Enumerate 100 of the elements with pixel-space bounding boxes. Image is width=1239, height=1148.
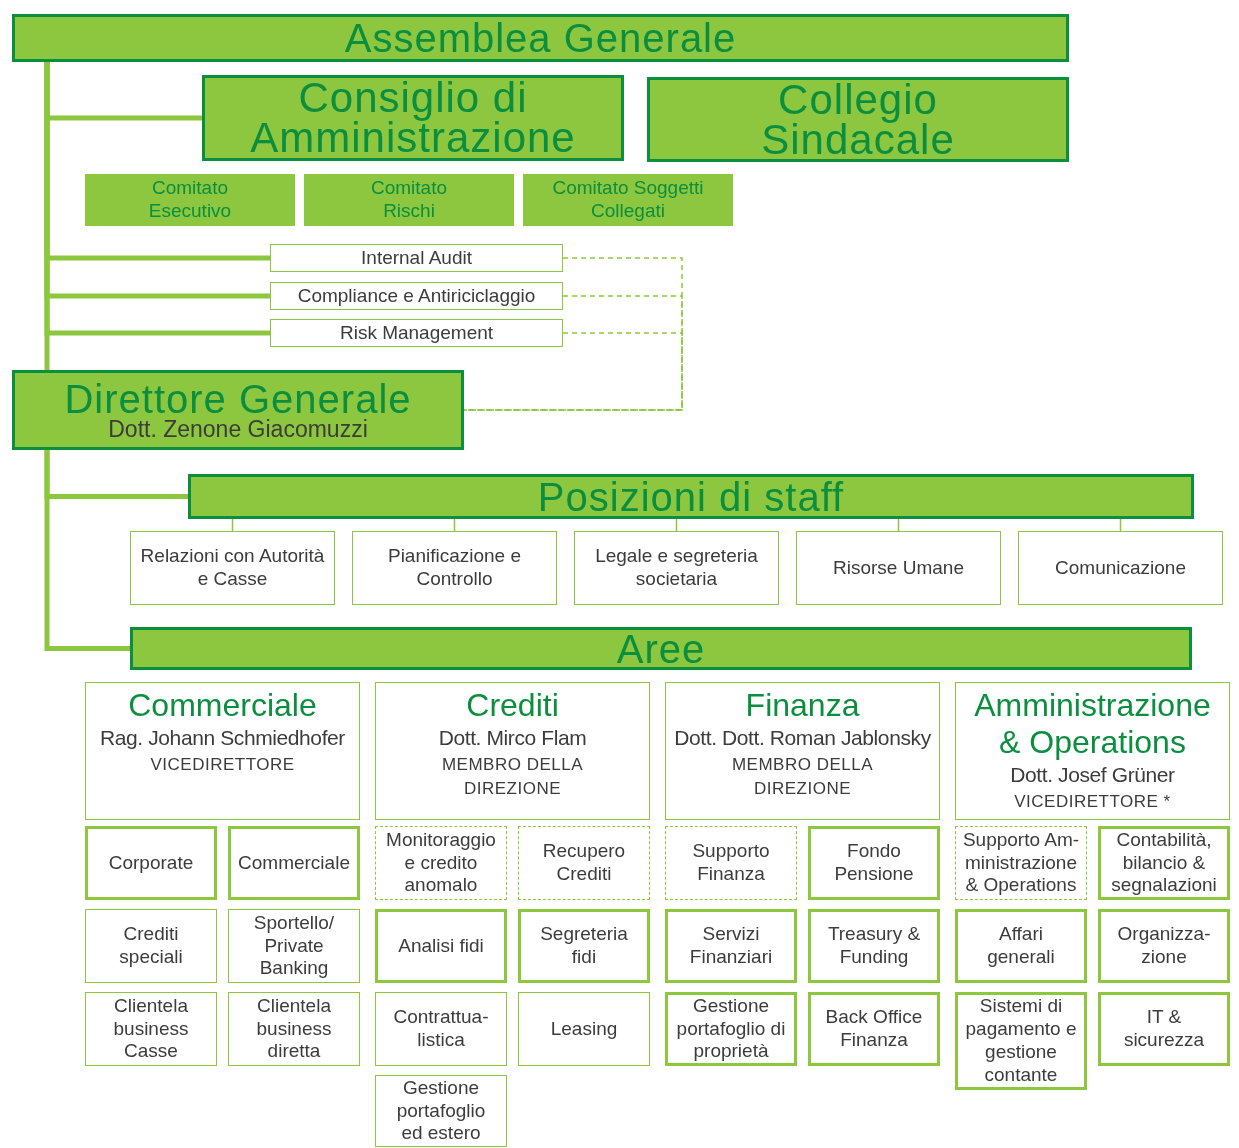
unit-name: Supporto Am- ministrazione & Operations — [961, 828, 1081, 898]
unit-box — [352, 531, 557, 605]
role-label: VICEDIRETTORE — [149, 754, 296, 777]
unit-box — [85, 992, 217, 1066]
area-title: Commerciale — [127, 687, 318, 724]
person-name: Dott. Dott. Roman Jablonsky — [674, 724, 931, 751]
unit-box — [518, 826, 650, 900]
unit-box — [270, 244, 563, 272]
unit-banner — [647, 77, 1069, 162]
unit-box — [955, 909, 1087, 983]
unit-box — [665, 909, 797, 983]
unit-name: Segreteria fidi — [539, 923, 629, 969]
unit-name: Pianificazione e Controllo — [386, 545, 523, 591]
person-name: Rag. Johann Schmiedhofer — [100, 724, 345, 751]
unit-name: Analisi fidi — [398, 934, 484, 958]
unit-name: Relazioni con Autorità e Casse — [139, 545, 326, 591]
unit-name: Treasury & Funding — [826, 923, 922, 969]
unit-name: Sistemi di pagamento e gestione contante — [965, 995, 1077, 1087]
unit-box — [228, 909, 360, 983]
unit-name: IT & sicurezza — [1122, 1006, 1206, 1052]
unit-box — [808, 992, 940, 1066]
unit-box — [375, 909, 507, 983]
unit-banner — [202, 75, 624, 161]
unit-name: Supporto Finanza — [691, 840, 771, 886]
unit-box — [375, 1075, 507, 1147]
unit-box — [518, 909, 650, 983]
unit-box — [1098, 992, 1230, 1066]
unit-box — [808, 826, 940, 900]
unit-box — [85, 909, 217, 983]
unit-name: Risk Management — [338, 321, 495, 345]
unit-box — [1098, 909, 1230, 983]
unit-box — [1018, 531, 1223, 605]
unit-box — [574, 531, 779, 605]
unit-name: Risorse Umane — [832, 556, 965, 580]
unit-title: Assemblea Generale — [344, 19, 737, 57]
unit-box — [228, 992, 360, 1066]
person-name: Dott. Josef Grüner — [1010, 761, 1175, 788]
unit-name: Organizza- zione — [1116, 923, 1212, 969]
unit-name: Crediti speciali — [118, 923, 184, 969]
unit-name: Contabilità, bilancio & segnalazioni — [1110, 828, 1218, 898]
area-header-box — [665, 682, 940, 820]
role-label: MEMBRO DELLA DIREZIONE — [440, 754, 585, 800]
unit-name: Gestione portafoglio di proprietà — [675, 994, 787, 1064]
unit-name: Internal Audit — [360, 246, 473, 270]
unit-name: Compliance e Antiriciclaggio — [296, 284, 537, 308]
committee-box — [85, 174, 295, 226]
unit-box — [85, 826, 217, 900]
unit-name: Corporate — [108, 851, 194, 875]
area-header-box — [85, 682, 360, 820]
unit-box — [375, 826, 507, 900]
unit-name: Commerciale — [238, 851, 350, 875]
unit-title: Collegio Sindacale — [760, 79, 956, 160]
unit-box — [518, 992, 650, 1066]
unit-box — [228, 826, 360, 900]
unit-name: Legale e segreteria societaria — [594, 545, 759, 591]
person-name: Dott. Zenone Giacomuzzi — [108, 417, 368, 441]
area-header-box — [955, 682, 1230, 820]
committee-name: Comitato Soggetti Collegati — [551, 177, 705, 223]
committee-name: Comitato Rischi — [370, 177, 448, 223]
unit-box — [796, 531, 1001, 605]
unit-name: Servizi Finanziari — [688, 923, 774, 969]
unit-name: Recupero Crediti — [541, 840, 627, 886]
unit-name: Affari generali — [986, 923, 1056, 969]
unit-name: Sportello/ Private Banking — [252, 911, 336, 981]
unit-box — [665, 826, 797, 900]
unit-name: Gestione portafoglio ed estero — [395, 1076, 487, 1146]
connector-line — [44, 450, 130, 651]
person-name: Dott. Mirco Flam — [438, 724, 587, 751]
unit-name: Fondo Pensione — [833, 840, 915, 886]
unit-name: Comunicazione — [1054, 556, 1187, 580]
unit-box — [375, 992, 507, 1066]
unit-title: Direttore Generale — [64, 379, 412, 418]
committee-box — [523, 174, 733, 226]
dashed-connector — [463, 257, 683, 411]
unit-box — [270, 319, 563, 347]
committee-box — [304, 174, 514, 226]
connector-line — [44, 62, 50, 370]
unit-title: Consiglio di Amministrazione — [249, 78, 577, 158]
unit-banner — [130, 627, 1192, 670]
area-header-box — [375, 682, 650, 820]
unit-banner — [12, 14, 1069, 62]
unit-box — [270, 282, 563, 310]
unit-name: Back Office Finanza — [824, 1006, 924, 1052]
unit-box — [955, 992, 1087, 1090]
unit-title: Aree — [616, 629, 706, 668]
role-label: MEMBRO DELLA DIREZIONE — [730, 754, 875, 800]
area-title: Amministrazione & Operations — [973, 687, 1212, 761]
unit-box — [1098, 826, 1230, 900]
area-title: Crediti — [465, 687, 560, 724]
unit-name: Clientela business Casse — [112, 994, 190, 1064]
unit-name: Leasing — [550, 1017, 618, 1041]
unit-name: Clientela business diretta — [255, 994, 333, 1064]
unit-box — [665, 992, 797, 1066]
unit-banner — [188, 474, 1194, 519]
role-label: VICEDIRETTORE * — [1013, 790, 1172, 813]
area-title: Finanza — [744, 687, 861, 724]
unit-title: Posizioni di staff — [537, 477, 845, 516]
unit-name: Monitoraggio e credito anomalo — [385, 828, 497, 898]
unit-banner — [12, 370, 464, 450]
unit-box — [130, 531, 335, 605]
